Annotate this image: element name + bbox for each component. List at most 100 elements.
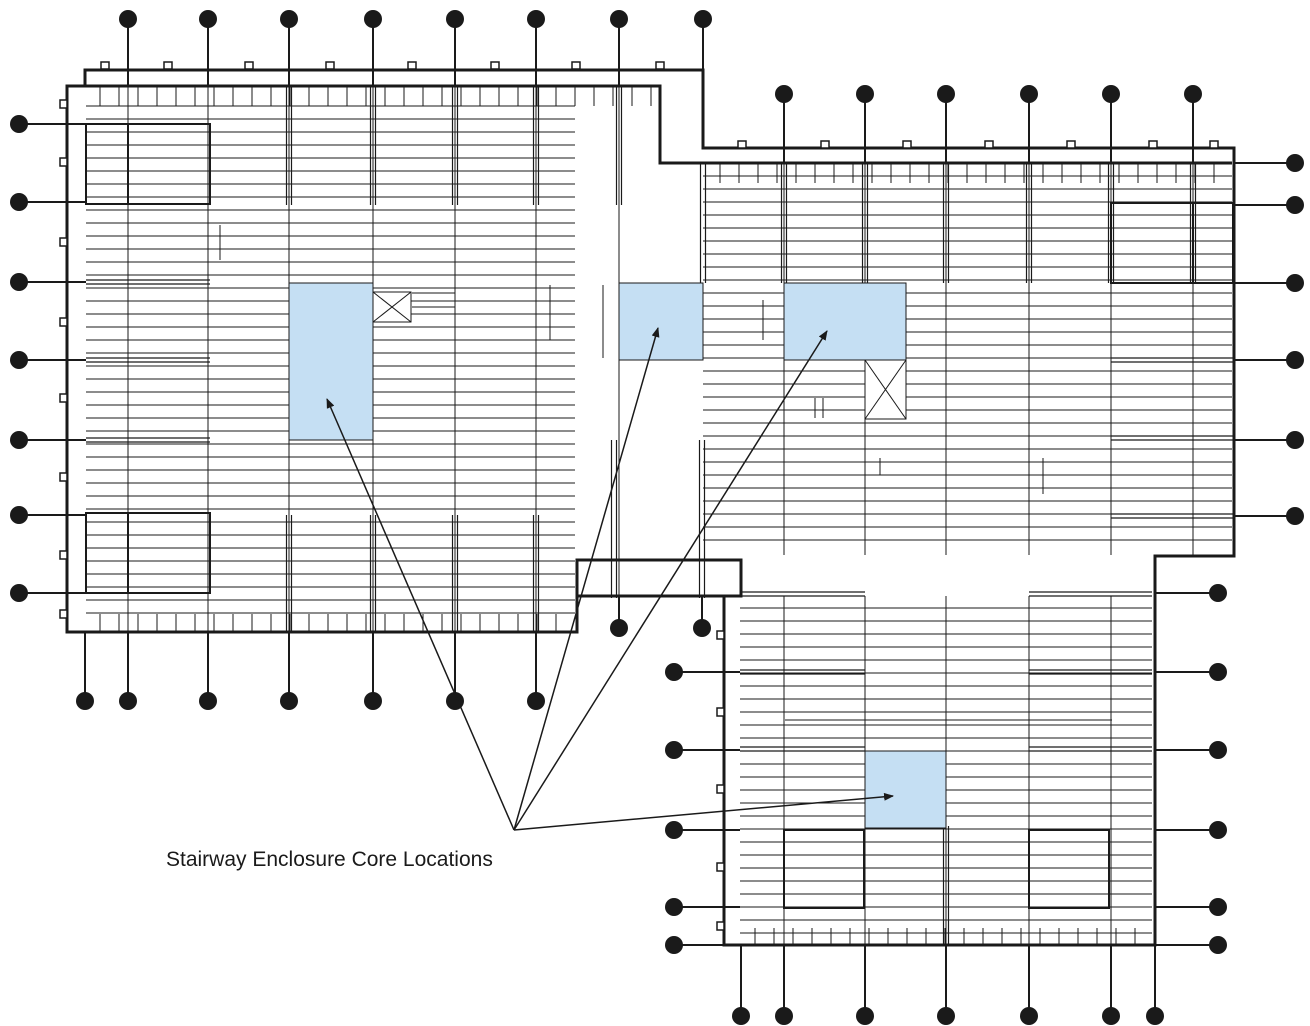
grid-bubble [364,692,382,710]
grid-bubble [76,692,94,710]
column-stub [59,550,68,560]
corner-bay [783,829,865,909]
stair-core [288,282,374,441]
grid-bubble [1286,351,1304,369]
column-stub [1209,140,1219,149]
stair-core [618,282,704,361]
grid-bubble [280,10,298,28]
column-stub [244,61,254,70]
grid-bubble [1209,584,1227,602]
grid-bubble [665,936,683,954]
column-stub [716,630,725,640]
grid-bubble [10,115,28,133]
building-outline [65,68,1236,947]
grid-bubble [1286,154,1304,172]
column-stub [1066,140,1076,149]
shaft-cross [864,359,907,420]
grid-bubble [1209,741,1227,759]
corner-bay [85,512,211,594]
framing-lines [85,86,1235,945]
grid-bubble [10,351,28,369]
grid-bubble [10,584,28,602]
grid-bubble [446,10,464,28]
stair-core [783,282,907,361]
column-stub [59,157,68,167]
grid-bubble [1209,821,1227,839]
grid-bubble [694,10,712,28]
column-stub [59,317,68,327]
leader-arrow [513,792,894,831]
column-grid [10,10,1304,1025]
grid-bubble [10,431,28,449]
callout-leaders [326,327,894,831]
grid-bubble [1020,1007,1038,1025]
column-stub [59,472,68,482]
callout-label: Stairway Enclosure Core Locations [166,848,493,871]
leader-arrow [513,327,660,831]
grid-bubble [1209,936,1227,954]
grid-bubble [693,619,711,637]
column-stub [490,61,500,70]
grid-bubble [1020,85,1038,103]
column-stub [100,61,110,70]
grid-bubble [775,85,793,103]
stair-core [864,750,947,829]
grid-bubble [1184,85,1202,103]
grid-bubble [1209,663,1227,681]
grid-bubble [10,506,28,524]
grid-bubble [610,619,628,637]
grid-bubble [1209,898,1227,916]
column-stub [163,61,173,70]
grid-bubble [665,741,683,759]
leader-arrow [326,398,515,831]
grid-bubble [665,898,683,916]
corner-bay [85,123,211,205]
elevator-shafts [372,291,907,420]
column-stub [407,61,417,70]
grid-bubble [1286,507,1304,525]
grid-bubble [1286,431,1304,449]
column-stub [59,237,68,247]
shaft-opening [864,359,907,420]
grid-bubble [10,273,28,291]
grid-bubble [527,692,545,710]
column-stub [325,61,335,70]
column-stub [716,921,725,931]
column-stub [716,784,725,794]
grid-bubble [1286,196,1304,214]
column-stub [820,140,830,149]
grid-bubble [199,10,217,28]
grid-bubble [775,1007,793,1025]
grid-bubble [937,1007,955,1025]
grid-bubble [1286,274,1304,292]
grid-bubble [1146,1007,1164,1025]
stair-cores [288,282,947,829]
column-stub [655,61,665,70]
grid-bubble [364,10,382,28]
grid-bubble [10,193,28,211]
leader-arrow [513,330,828,831]
column-stub [1148,140,1158,149]
exterior-walls [59,61,1236,947]
grid-bubble [119,10,137,28]
column-stub [902,140,912,149]
grid-bubble [527,10,545,28]
grid-bubble [856,85,874,103]
column-stub [59,609,68,619]
column-stub [984,140,994,149]
column-stub [737,140,747,149]
grid-bubble [856,1007,874,1025]
column-stub [716,862,725,872]
grid-bubble [665,821,683,839]
grid-bubble [280,692,298,710]
grid-bubble [119,692,137,710]
column-stub [59,393,68,403]
shaft-opening [372,291,412,323]
column-stub [716,707,725,717]
column-stub [571,61,581,70]
shaft-cross [372,291,412,323]
grid-bubble [1102,1007,1120,1025]
corner-bay [1028,829,1110,909]
grid-bubble [732,1007,750,1025]
